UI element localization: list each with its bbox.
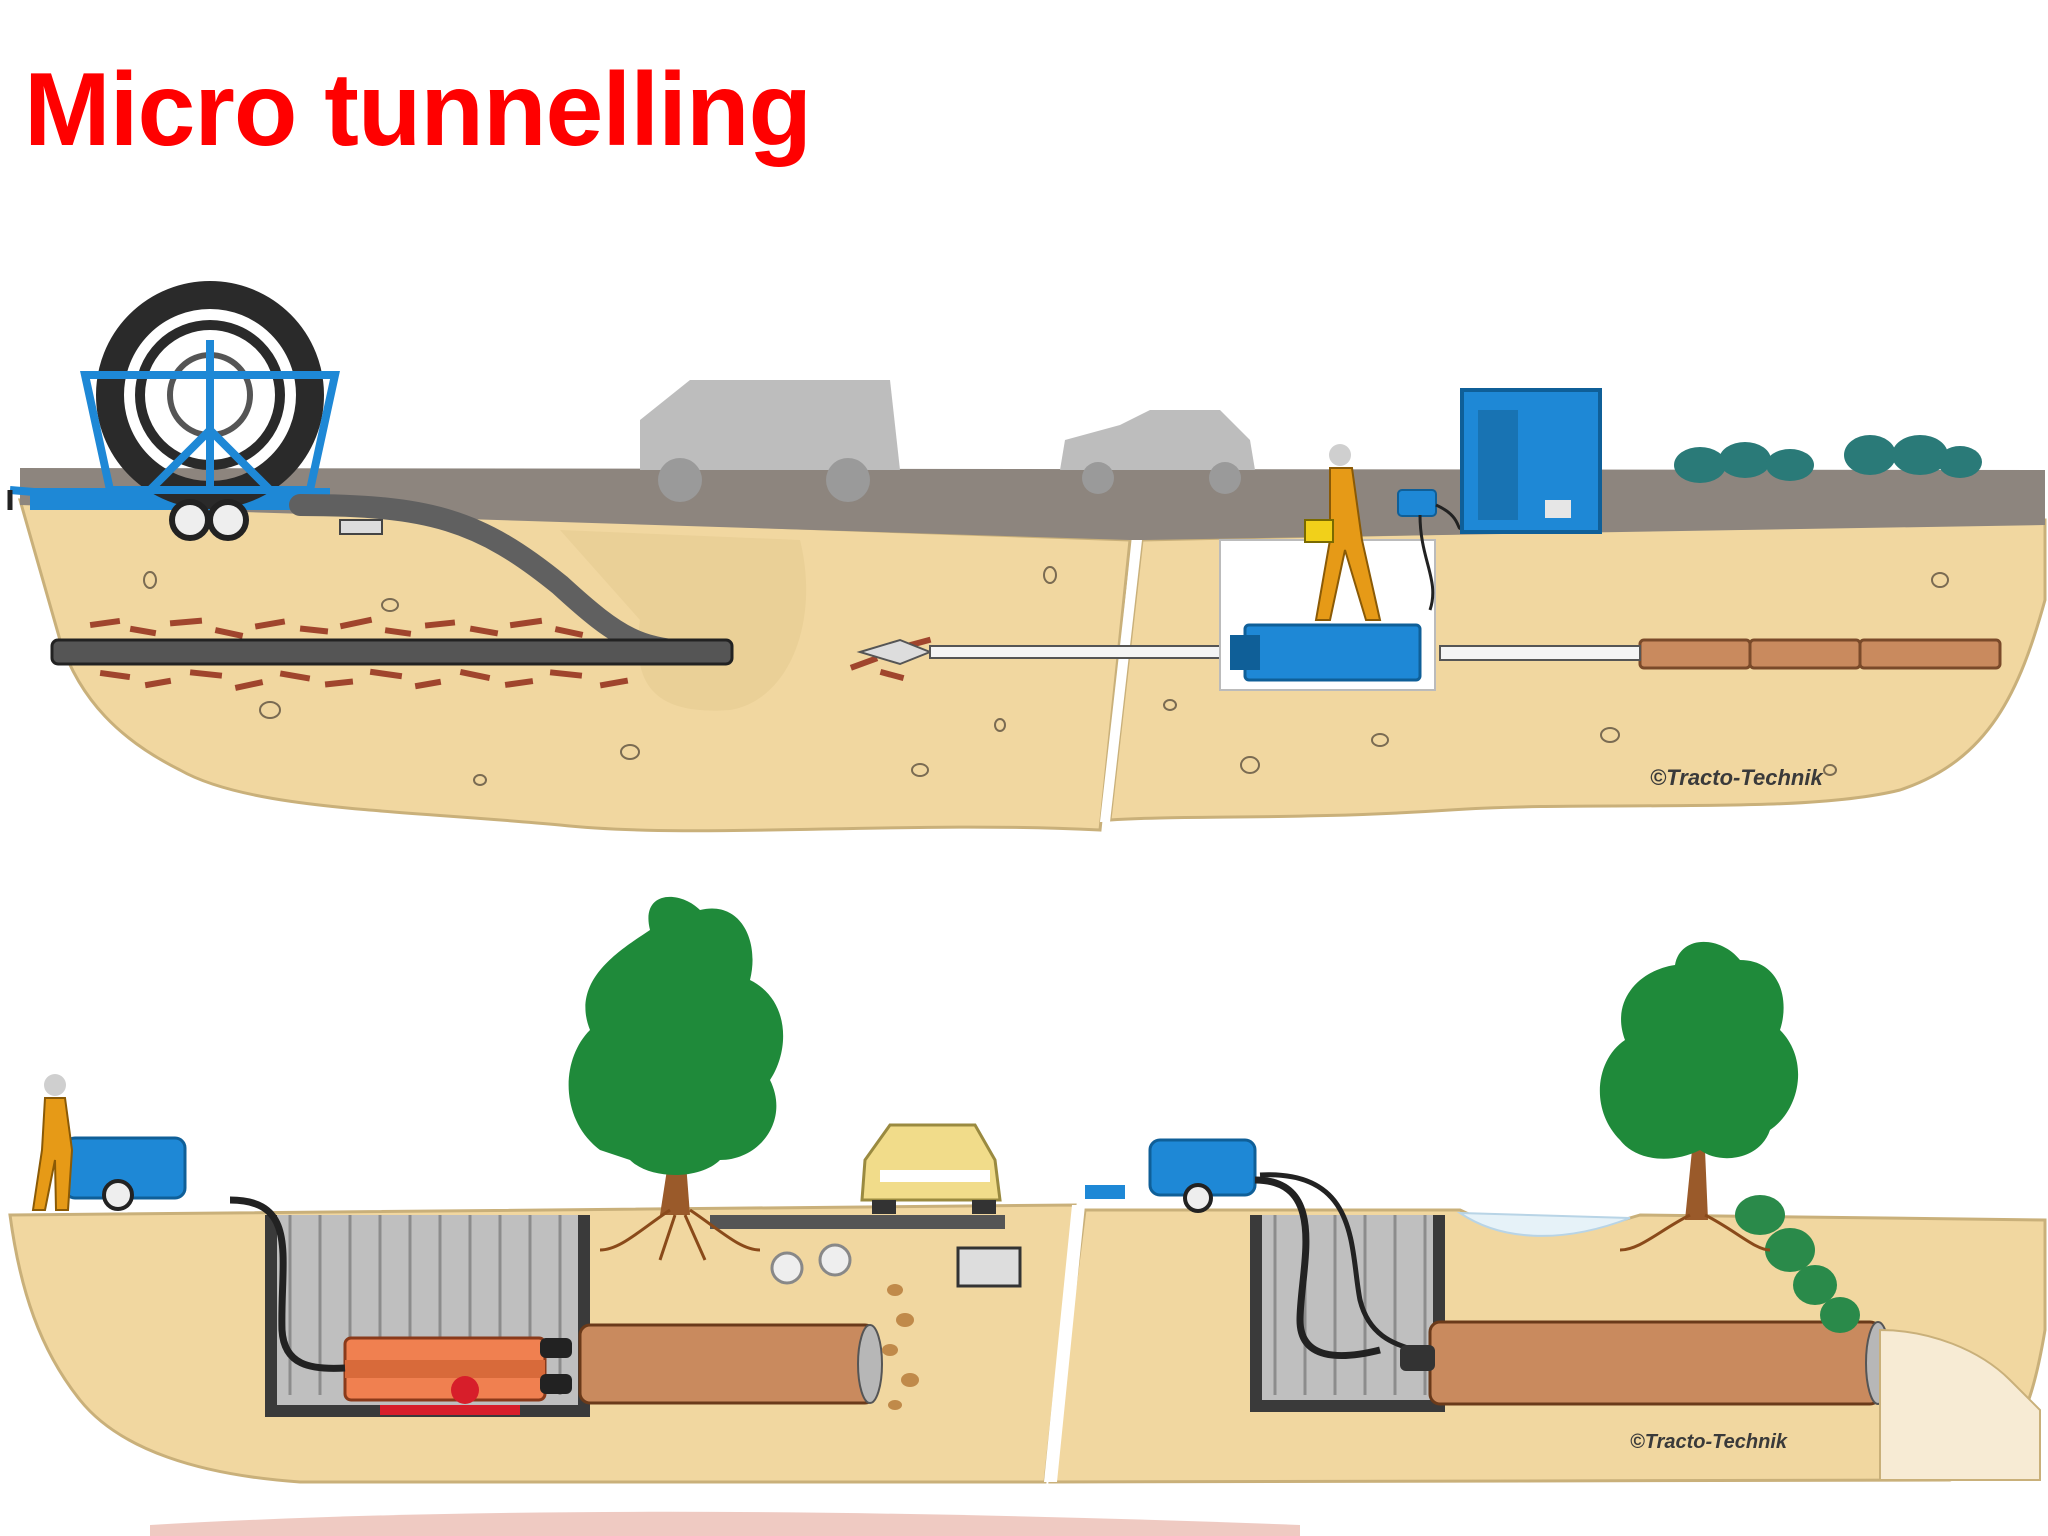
bottom-diagram: ©Tracto-Technik [8, 896, 2047, 1484]
pipe-pushing-unit [1243, 623, 1422, 682]
cable-reel-trailer [7, 281, 340, 541]
tree-right [1599, 941, 1799, 1252]
tree-left [568, 896, 784, 1261]
pipe-rods [929, 645, 1251, 659]
car [1060, 410, 1255, 494]
earth-bank [1879, 1328, 2041, 1481]
pulling-rod [50, 638, 734, 666]
soil-rubble [882, 1284, 919, 1410]
bushes [1674, 435, 1982, 483]
right-shrubs [1735, 1195, 1860, 1333]
hydraulic-control-box [1397, 489, 1437, 517]
old-pipe-fragments [89, 616, 932, 691]
right-compressor [1085, 1138, 1257, 1213]
reception-shaft [1250, 1215, 1445, 1412]
top-section-gap [1100, 540, 1142, 822]
top-copyright: ©Tracto-Technik [1650, 765, 1824, 790]
new-pipe-section-3 [1858, 638, 2002, 670]
driven-pipe-right [1428, 1320, 1882, 1406]
utility-duct-1 [770, 1251, 804, 1285]
left-compressor [63, 1136, 187, 1211]
yellow-car [860, 1123, 1002, 1214]
top-operator [1304, 444, 1382, 621]
cable-roller [339, 519, 383, 535]
jacking-valve [451, 1376, 479, 1404]
driven-pipe-left [578, 1323, 877, 1405]
utility-duct-2 [818, 1243, 852, 1277]
power-unit [1460, 388, 1602, 534]
page-title: Micro tunnelling [24, 52, 812, 168]
left-hose [229, 1196, 346, 1372]
left-worker [31, 1074, 74, 1211]
top-pebbles [143, 566, 1949, 786]
water-depression [1456, 1211, 1631, 1237]
bottom-copyright: ©Tracto-Technik [1630, 1431, 1788, 1453]
van [640, 380, 900, 502]
new-pipe-section-1 [1638, 638, 1752, 670]
cable-bundle-box [956, 1246, 1022, 1288]
bottom-section-gap [1044, 1205, 1085, 1482]
top-entry-pit [560, 530, 807, 711]
top-diagram: ©Tracto-Technik [7, 281, 2047, 833]
footer-decoration [150, 1511, 1300, 1536]
new-pipe-section-2 [1748, 638, 1862, 670]
right-hose [1254, 1176, 1381, 1360]
bottom-road [710, 1215, 1005, 1229]
